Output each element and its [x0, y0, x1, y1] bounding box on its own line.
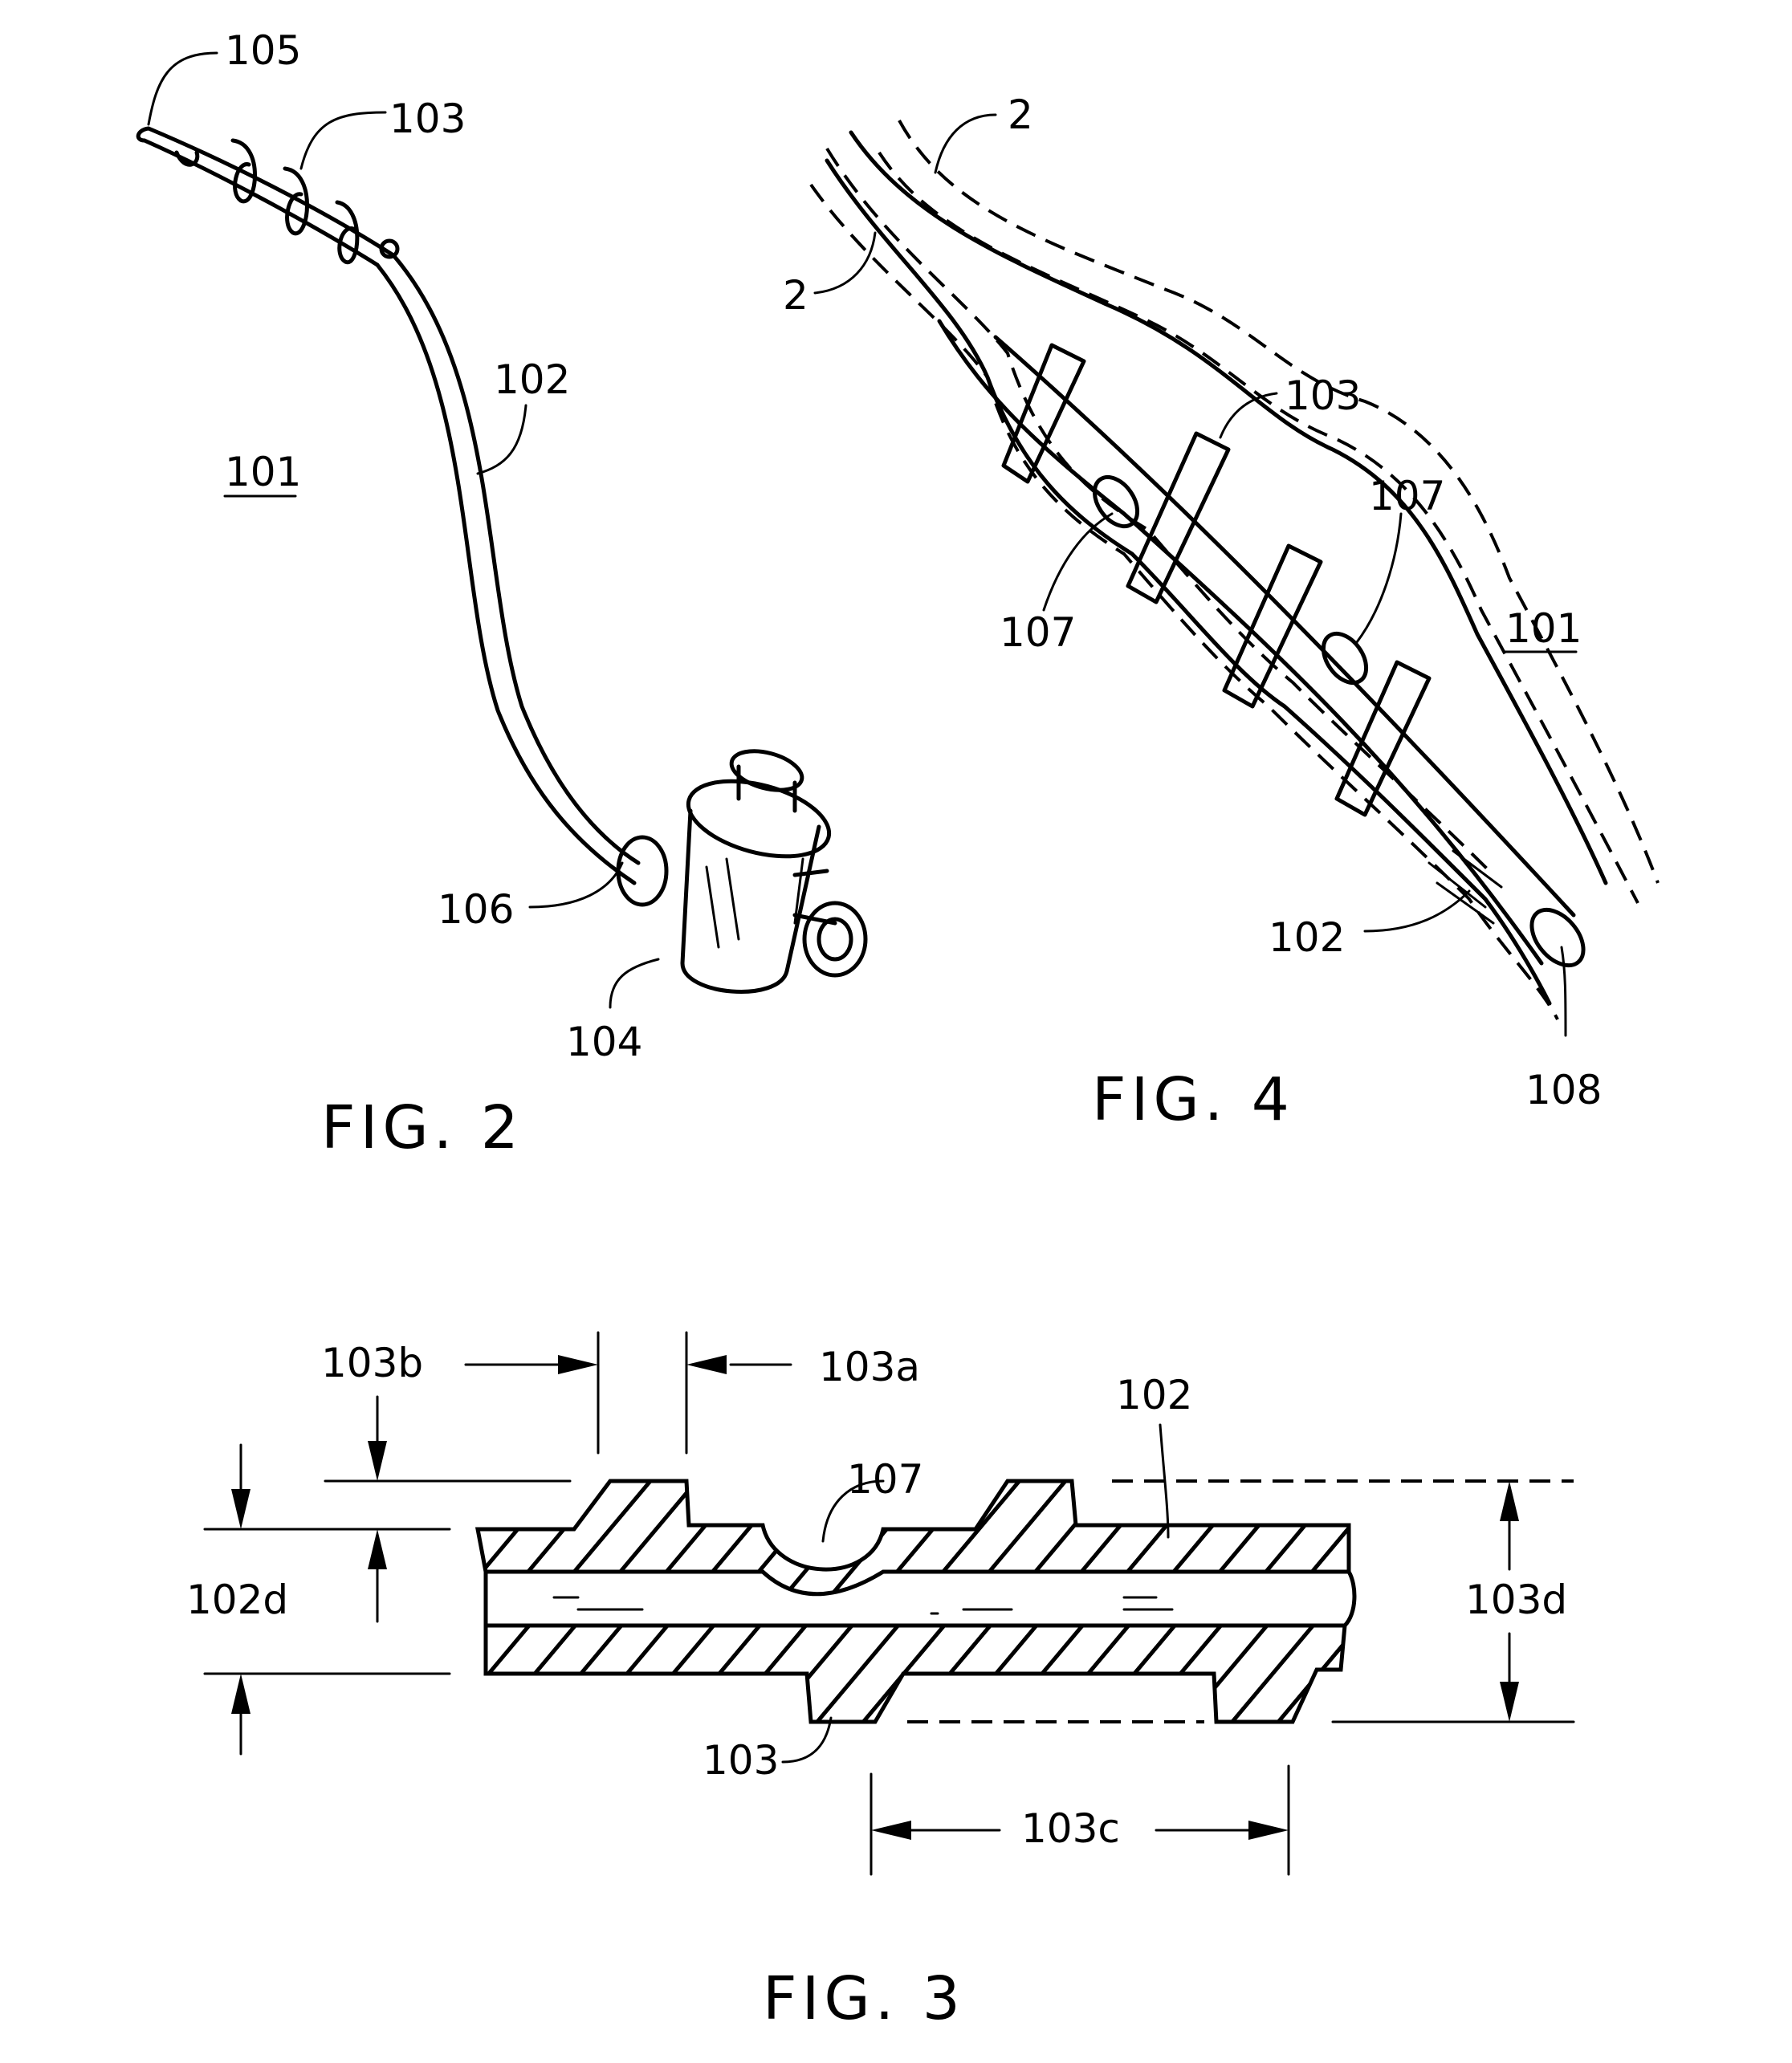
fig4-coil-turn-1	[1004, 345, 1084, 482]
fig4-leader-107-right	[1357, 514, 1401, 642]
fig4-leader-108	[1562, 947, 1566, 1036]
fig4-vessel-wall-upper-2	[879, 153, 1638, 903]
fig2-label-101: 101	[225, 449, 301, 495]
fig3-arrow-103d-up	[1500, 1481, 1519, 1521]
fig4-label-2-left: 2	[783, 272, 808, 319]
fig4-label-108: 108	[1525, 1067, 1602, 1113]
fig2-label-102: 102	[494, 356, 570, 403]
fig3-lower-wall	[486, 1626, 1345, 1722]
fig4-vessel-solid-lower	[827, 161, 1550, 1003]
fig2-leader-103	[301, 112, 385, 169]
figure-3: 103b 103a 102 107 102d 103d 103 103c FIG…	[186, 1333, 1574, 2033]
fig3-label-103b: 103b	[321, 1340, 423, 1386]
fig4-label-107-right: 107	[1369, 473, 1445, 519]
fig3-arrow-103c-right	[1248, 1821, 1289, 1840]
figure-4: 2 2 103 107 107 101 102 108 FIG. 4	[783, 92, 1658, 1134]
fig4-vessel-wall-upper	[899, 120, 1658, 883]
fig4-vessel-solid-upper	[851, 132, 1606, 883]
fig3-caption: FIG. 3	[763, 1964, 965, 2033]
fig4-label-2-top: 2	[1008, 92, 1033, 138]
fig2-label-105: 105	[225, 27, 301, 74]
fig4-leader-102	[1365, 891, 1469, 931]
fig2-leader-102	[478, 405, 526, 474]
fig3-bore-marks	[554, 1597, 1172, 1613]
fig2-caption: FIG. 2	[321, 1093, 523, 1162]
fig4-label-101: 101	[1505, 605, 1582, 652]
fig4-label-103: 103	[1285, 372, 1361, 419]
fig3-bore	[486, 1572, 1354, 1626]
fig3-arrow-102d-down	[231, 1489, 250, 1529]
fig4-vessel-wall-lower	[811, 185, 1558, 1019]
figure-2: 105 103 102 101 106 104 FIG. 2	[138, 27, 865, 1162]
fig2-label-103: 103	[389, 96, 466, 142]
fig3-label-103: 103	[703, 1737, 779, 1784]
fig3-arrow-103c-left	[871, 1821, 911, 1840]
fig3-label-107: 107	[847, 1456, 923, 1503]
fig3-leader-103	[783, 1718, 831, 1762]
fig4-label-102: 102	[1269, 914, 1345, 961]
fig3-label-102d: 102d	[186, 1577, 288, 1623]
fig4-caption: FIG. 4	[1092, 1065, 1294, 1134]
fig3-arrow-103b-down	[368, 1441, 387, 1481]
fig4-side-hole-2	[1314, 626, 1375, 691]
fig3-label-103c: 103c	[1021, 1805, 1120, 1852]
fig4-catheter-upper	[996, 337, 1574, 915]
fig4-leader-2-left	[815, 233, 875, 293]
fig4-leader-2-top	[935, 115, 996, 173]
fig3-label-103a: 103a	[819, 1344, 920, 1390]
fig2-leader-104	[610, 959, 658, 1007]
fig4-leader-107-left	[1044, 514, 1112, 610]
fig3-label-102: 102	[1116, 1372, 1192, 1418]
fig2-label-106: 106	[438, 886, 514, 933]
fig4-catheter-lumen-end	[1521, 900, 1594, 975]
fig3-arrow-102d-up-bottom	[231, 1674, 250, 1714]
fig3-arrow-102d-up	[368, 1529, 387, 1569]
fig3-label-103d: 103d	[1465, 1577, 1567, 1623]
fig2-leader-106	[530, 863, 622, 907]
fig3-arrow-103b	[558, 1355, 598, 1374]
fig3-arrow-103d-down	[1500, 1682, 1519, 1722]
fig4-coil-turn-4	[1337, 662, 1429, 815]
fig4-label-107-left: 107	[1000, 609, 1076, 656]
fig3-arrow-103a	[686, 1355, 727, 1374]
fig2-label-104: 104	[566, 1019, 642, 1065]
fig2-catheter-tube-outer	[393, 255, 638, 863]
fig2-hub-connector	[618, 744, 865, 991]
fig2-leader-105	[149, 53, 217, 124]
